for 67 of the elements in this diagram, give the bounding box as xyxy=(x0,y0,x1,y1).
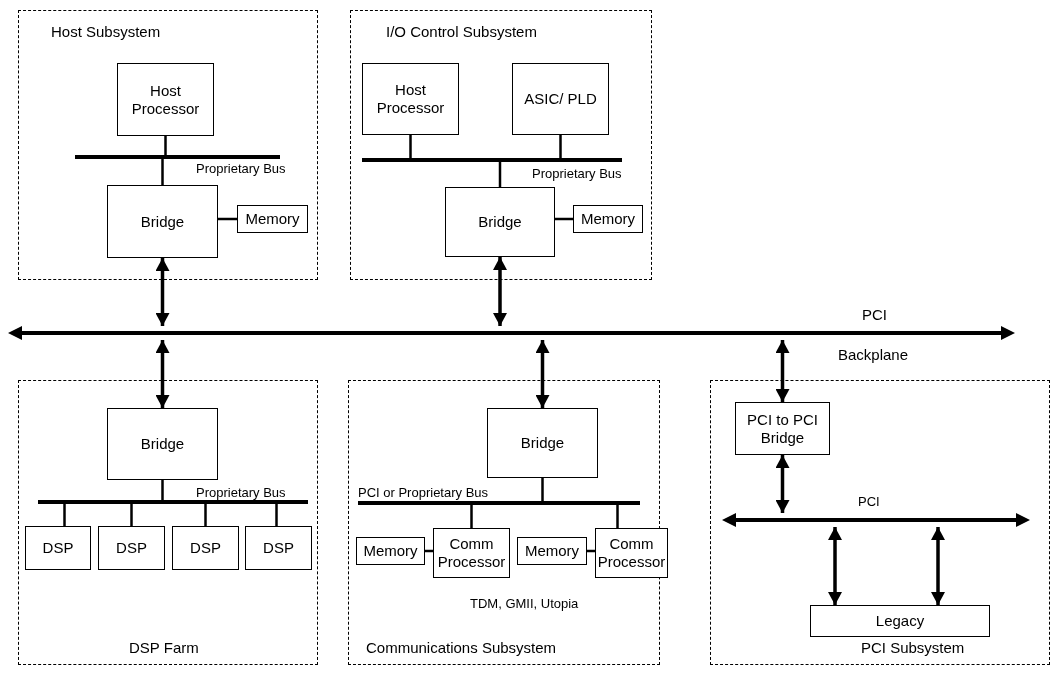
connector-line xyxy=(498,162,502,187)
component-box: Memory xyxy=(237,205,308,233)
component-box: Bridge xyxy=(107,408,218,480)
bus-label: PCI xyxy=(858,494,880,509)
double-arrow xyxy=(828,527,842,605)
connector-line xyxy=(164,136,167,155)
component-box: Bridge xyxy=(107,185,218,258)
component-box: Memory xyxy=(356,537,425,565)
double-arrow xyxy=(931,527,945,605)
double-arrow xyxy=(535,340,550,408)
bus-label: PCI xyxy=(862,306,887,323)
double-arrow xyxy=(775,340,790,402)
component-box: DSP xyxy=(245,526,312,570)
bus-bar xyxy=(358,501,640,505)
component-box: Comm Processor xyxy=(433,528,510,578)
component-box: Memory xyxy=(573,205,643,233)
bus-label: PCI or Proprietary Bus xyxy=(358,485,489,500)
connector-line xyxy=(470,505,473,528)
connector-line xyxy=(161,159,164,185)
component-box: Legacy xyxy=(810,605,990,637)
component-box: DSP xyxy=(98,526,165,570)
component-box: Comm Processor xyxy=(595,528,668,578)
component-box: Bridge xyxy=(445,187,555,257)
bus-bar xyxy=(38,500,308,504)
interface-note: TDM, GMII, Utopia xyxy=(470,596,579,611)
bus-bar xyxy=(362,158,622,162)
component-box: Host Processor xyxy=(362,63,459,135)
bus-bar xyxy=(75,155,280,159)
panel-title: Communications Subsystem xyxy=(366,639,557,656)
double-arrow xyxy=(155,258,170,326)
bus-label: Proprietary Bus xyxy=(196,485,286,500)
connector-line xyxy=(130,504,133,526)
double-arrow xyxy=(493,257,507,326)
double-arrow xyxy=(775,455,790,513)
subsystem-panel xyxy=(710,380,1050,665)
bus-label: Backplane xyxy=(838,346,909,363)
subsystem-panel xyxy=(18,10,318,280)
bus-label: Proprietary Bus xyxy=(532,166,622,181)
panel-title: I/O Control Subsystem xyxy=(386,23,537,40)
connector-line xyxy=(555,217,573,221)
connector-line xyxy=(275,504,278,526)
connector-line xyxy=(218,217,237,221)
bus-bar xyxy=(722,513,1030,527)
component-box: ASIC/ PLD xyxy=(512,63,609,135)
connector-line xyxy=(204,504,207,526)
component-box: DSP xyxy=(25,526,91,570)
subsystem-panel xyxy=(350,10,652,280)
component-box: Memory xyxy=(517,537,587,565)
subsystem-panel xyxy=(18,380,318,665)
connector-line xyxy=(161,480,164,500)
connector-line xyxy=(541,478,544,501)
connector-line xyxy=(409,135,412,158)
component-box: DSP xyxy=(172,526,239,570)
panel-title: PCI Subsystem xyxy=(861,639,965,656)
connector-line xyxy=(559,135,562,158)
double-arrow xyxy=(155,340,170,408)
bus-label: Proprietary Bus xyxy=(196,161,286,176)
connector-line xyxy=(63,504,66,526)
panel-title: DSP Farm xyxy=(129,639,199,656)
connector-line xyxy=(425,549,433,553)
component-box: Host Processor xyxy=(117,63,214,136)
connector-line xyxy=(616,505,619,528)
connector-line xyxy=(587,549,595,553)
bus-bar xyxy=(8,326,1015,340)
component-box: Bridge xyxy=(487,408,598,478)
component-box: PCI to PCI Bridge xyxy=(735,402,830,455)
panel-title: Host Subsystem xyxy=(51,23,161,40)
